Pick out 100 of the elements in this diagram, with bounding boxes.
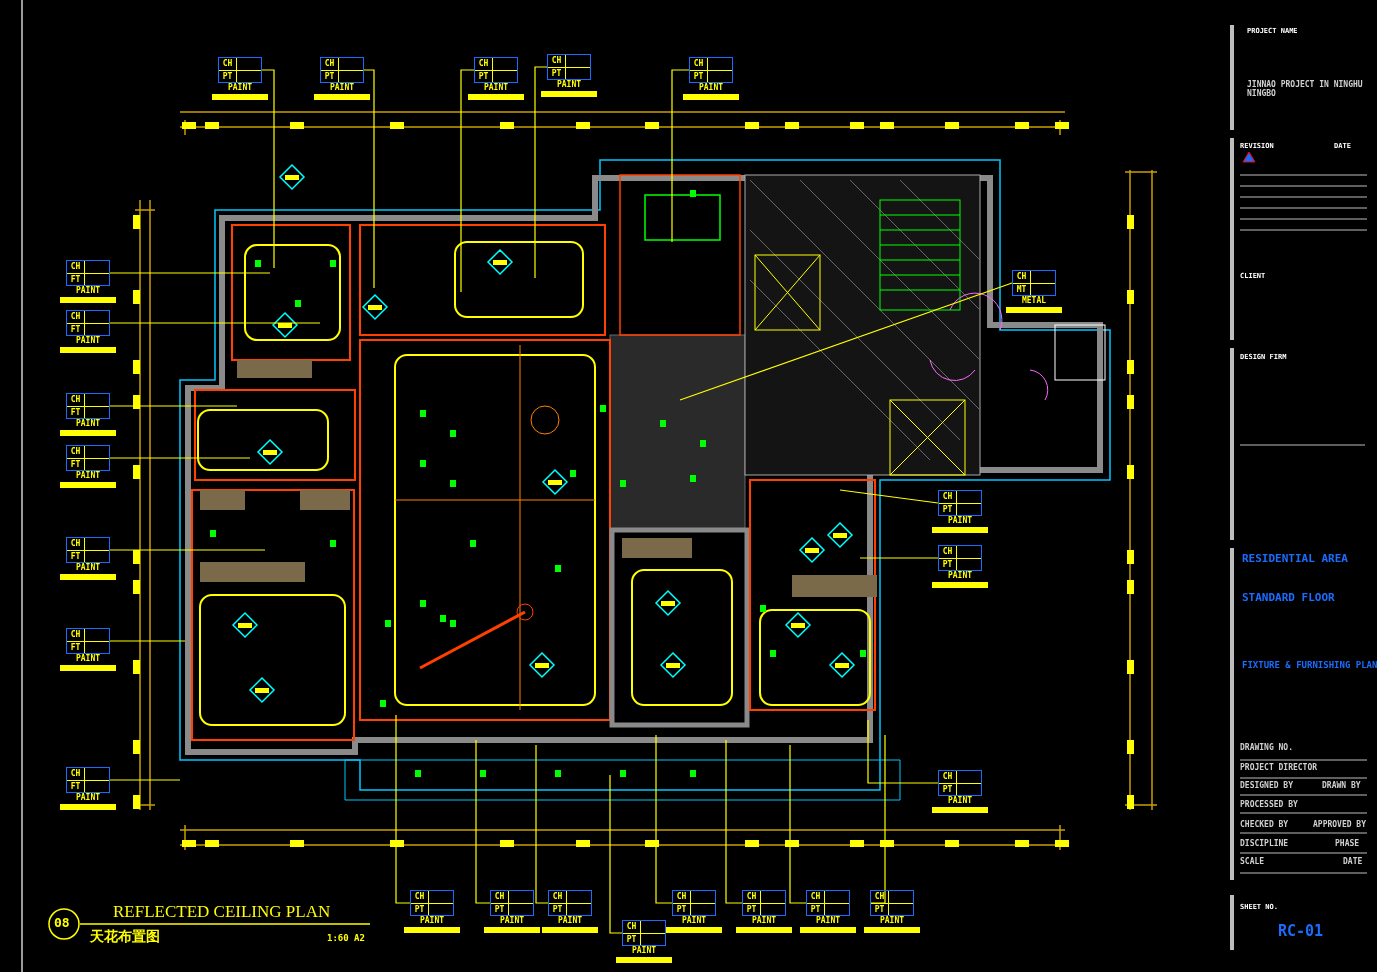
tag-code: CH — [743, 891, 761, 904]
finish-label: PAINT — [74, 286, 102, 296]
drawing-title: REFLECTED CEILING PLAN — [113, 902, 331, 922]
tag-code: CH — [673, 891, 691, 904]
block-heading: PROJECT DIRECTOR — [1240, 763, 1318, 772]
drawing-title-chinese: 天花布置图 — [90, 928, 160, 946]
tag-code: CH — [491, 891, 509, 904]
tag-code: PT — [871, 903, 889, 915]
tag-code: PT — [673, 903, 691, 915]
finish-label: PAINT — [74, 471, 102, 481]
leader-line — [109, 549, 266, 551]
leader-line — [475, 739, 491, 904]
tag-code: CH — [67, 538, 85, 551]
tag-code: PT — [623, 933, 641, 945]
finish-label: PAINT — [946, 516, 974, 526]
block-heading: APPROVED BY — [1313, 820, 1366, 829]
block-heading: SCALE — [1240, 857, 1265, 866]
tag-code: CH — [690, 58, 708, 71]
finish-label: PAINT — [226, 83, 254, 93]
leader-line — [671, 69, 690, 243]
finish-label: PAINT — [74, 793, 102, 803]
tag-code: CH — [807, 891, 825, 904]
tag-code: CH — [1013, 271, 1031, 284]
tag-code: PT — [939, 503, 957, 515]
drawing-title: FIXTURE & FURNISHING PLAN — [1242, 660, 1377, 670]
leader-line — [109, 779, 181, 781]
drawing-scale: 1:60 A2 — [327, 933, 365, 943]
tag-code: PT — [807, 903, 825, 915]
tag-code: CH — [549, 891, 567, 904]
tag-code: CH — [623, 921, 641, 934]
drawing-floor: STANDARD FLOOR — [1242, 591, 1335, 604]
leader-line — [109, 322, 321, 324]
finish-label: PAINT — [750, 916, 778, 926]
finish-label: PAINT — [328, 83, 356, 93]
tag-code: CH — [548, 55, 566, 68]
tag-code: CH — [939, 546, 957, 559]
tag-code: PT — [475, 70, 493, 82]
leader-line — [609, 774, 623, 934]
tag-code: FT — [67, 458, 85, 470]
leader-line — [109, 457, 251, 459]
tag-code: MT — [1013, 283, 1031, 295]
block-heading: DISCIPLINE — [1240, 839, 1289, 848]
finish-label: METAL — [1020, 296, 1048, 306]
tag-code: CH — [67, 394, 85, 407]
finish-label: PAINT — [498, 916, 526, 926]
finish-label: PAINT — [74, 563, 102, 573]
block-heading: DESIGNED BY — [1240, 781, 1293, 790]
leader-line — [535, 744, 549, 904]
block-heading: DRAWING NO. — [1240, 743, 1293, 752]
tag-code: FT — [67, 406, 85, 418]
finish-label: PAINT — [814, 916, 842, 926]
finish-label: PAINT — [946, 796, 974, 806]
finish-label: PAINT — [555, 80, 583, 90]
drawing-area: RESIDENTIAL AREA — [1242, 552, 1348, 565]
finish-label: PAINT — [74, 654, 102, 664]
leader-line — [109, 405, 238, 407]
leader-line — [655, 734, 673, 904]
tag-code: CH — [67, 768, 85, 781]
finish-label: PAINT — [74, 336, 102, 346]
finish-label: PAINT — [482, 83, 510, 93]
tag-code: CH — [411, 891, 429, 904]
finish-label: PAINT — [418, 916, 446, 926]
tag-code: PT — [219, 70, 237, 82]
tag-code: CH — [67, 446, 85, 459]
tag-code: CH — [871, 891, 889, 904]
leader-line — [261, 69, 275, 269]
finish-label: PAINT — [697, 83, 725, 93]
tag-code: PT — [939, 558, 957, 570]
block-heading: PHASE — [1335, 839, 1360, 848]
tag-code: PT — [743, 903, 761, 915]
tag-code: PT — [548, 67, 566, 79]
leader-line — [534, 66, 548, 279]
finish-label: PAINT — [74, 419, 102, 429]
leader-line — [789, 744, 807, 904]
leader-line — [725, 739, 743, 904]
tag-code: FT — [67, 780, 85, 792]
tag-code: CH — [67, 261, 85, 274]
finish-label: PAINT — [878, 916, 906, 926]
tag-code: PT — [939, 783, 957, 795]
leader-line — [395, 714, 411, 904]
block-heading: DRAWN BY — [1322, 781, 1361, 790]
block-heading: PROCESSED BY — [1240, 800, 1298, 809]
drawing-number: 08 — [54, 915, 70, 930]
tag-code: PT — [690, 70, 708, 82]
leader-line — [867, 719, 939, 784]
finish-label: PAINT — [556, 916, 584, 926]
block-heading: DATE — [1343, 857, 1363, 866]
tag-code: CH — [939, 771, 957, 784]
tag-code: CH — [939, 491, 957, 504]
finish-label: PAINT — [630, 946, 658, 956]
tag-code: CH — [219, 58, 237, 71]
tag-code: FT — [67, 641, 85, 653]
leader-line — [859, 557, 939, 559]
tag-code: CH — [67, 311, 85, 324]
sheet-number: RC-01 — [1278, 922, 1324, 940]
block-heading: CHECKED BY — [1240, 820, 1289, 829]
tag-code: FT — [67, 323, 85, 335]
tag-code: PT — [491, 903, 509, 915]
leader-line — [363, 69, 375, 289]
tag-code: PT — [549, 903, 567, 915]
